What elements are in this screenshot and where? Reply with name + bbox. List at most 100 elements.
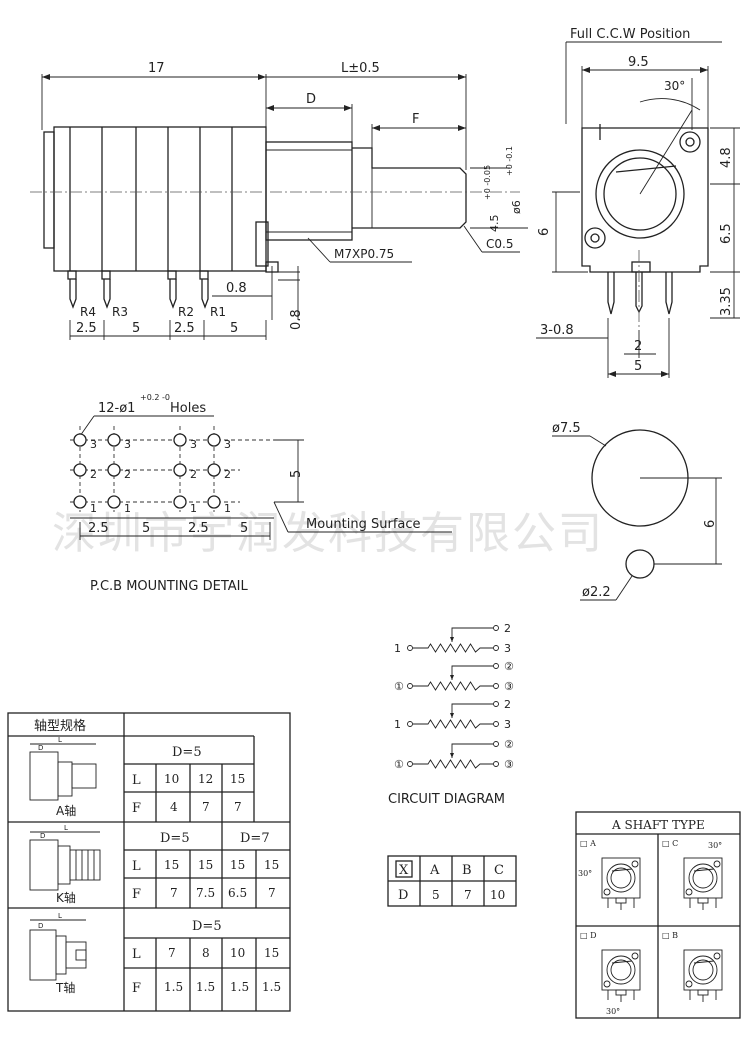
pin-label-r2: R2 xyxy=(178,305,194,319)
k-row-L: L xyxy=(132,859,141,874)
shaft-flat xyxy=(611,960,633,964)
shaft-type-label: □ C xyxy=(662,839,678,848)
full-ccw-label: Full C.C.W Position xyxy=(570,27,690,42)
k-L-0: 15 xyxy=(164,858,179,872)
wiper-line xyxy=(451,743,493,758)
row-label-3b: 3 xyxy=(124,438,131,451)
circuit-label-left: 1 xyxy=(394,718,401,731)
shaft-hole xyxy=(603,980,611,988)
dim-D: D xyxy=(306,92,316,107)
a-F-0: 4 xyxy=(170,800,178,814)
dim-3.35: 3.35 xyxy=(719,287,734,316)
dim-5-bottom: 5 xyxy=(634,359,642,374)
svg-text:D: D xyxy=(38,744,43,752)
pcb-pitch-2.5-b: 2.5 xyxy=(188,521,209,536)
svg-text:D: D xyxy=(40,832,45,840)
row-label-1c: 1 xyxy=(190,502,197,515)
a-L-1: 12 xyxy=(198,772,213,786)
shaft-outer xyxy=(606,863,636,893)
dia-7.5: ø7.5 xyxy=(552,421,581,436)
k-row-F: F xyxy=(132,887,141,902)
shaft-angle-label: 30° xyxy=(578,869,592,878)
a-header: D=5 xyxy=(172,745,202,760)
wiper-line xyxy=(451,703,493,718)
circuit-terminal xyxy=(493,701,499,707)
dim-shaft-45: 4.5 xyxy=(488,215,501,233)
shaft-flat xyxy=(693,960,715,964)
pcb-title: P.C.B MOUNTING DETAIL xyxy=(90,579,248,594)
row-label-3a: 3 xyxy=(90,438,97,451)
t-L-0: 7 xyxy=(168,946,176,960)
holes-label: 12-ø1 xyxy=(98,401,135,416)
shaft-outer xyxy=(688,955,718,985)
t-header: D=5 xyxy=(192,919,222,934)
wiper-arrow xyxy=(450,637,454,642)
watermark: 深圳市宇润发科技有限公司 xyxy=(52,508,604,559)
pitch-5-b: 5 xyxy=(230,321,238,336)
shaft-spec-title: 轴型规格 xyxy=(34,718,86,734)
a-axis-name: A轴 xyxy=(56,803,76,818)
dim-9.5: 9.5 xyxy=(628,55,649,70)
wiper-line xyxy=(451,627,493,642)
shaft-angle-label: 30° xyxy=(606,1007,620,1016)
shaft-type-label: □ B xyxy=(662,931,678,940)
circuit-terminal xyxy=(407,683,413,689)
resistor-symbol xyxy=(413,681,493,691)
shaft-flat xyxy=(611,868,633,872)
circuit-label-left: 1 xyxy=(394,642,401,655)
shaft-hole xyxy=(603,888,611,896)
svg-text:L: L xyxy=(64,824,68,832)
chamfer-label: C0.5 xyxy=(486,237,513,251)
xd-header-x: X xyxy=(399,863,409,878)
dim-6-left: 6 xyxy=(537,228,552,236)
dim-3-0.8: 3-0.8 xyxy=(540,323,574,338)
shaft-inner xyxy=(692,959,714,981)
t-L-3: 15 xyxy=(264,946,279,960)
dim-shaft-45-tol: +0 -0.05 xyxy=(483,165,492,200)
wiper-arrow xyxy=(450,675,454,680)
row-label-2b: 2 xyxy=(124,468,131,481)
row-label-2c: 2 xyxy=(190,468,197,481)
resistor-symbol xyxy=(413,719,493,729)
circuit-terminal xyxy=(407,721,413,727)
shaft-hole xyxy=(685,888,693,896)
k-axis-name: K轴 xyxy=(56,890,76,905)
dim-4.8: 4.8 xyxy=(719,147,734,168)
dim-0.8-b: 0.8 xyxy=(289,309,304,330)
dim-6.5: 6.5 xyxy=(719,223,734,244)
shaft-hole xyxy=(631,860,639,868)
shaft-outer xyxy=(688,863,718,893)
dim-F: F xyxy=(412,112,419,127)
k-L-1: 15 xyxy=(198,858,213,872)
pcb-mounting-detail: 12-ø1 +0.2 -0 Holes 3 3 3 3 2 2 2 2 1 1 … xyxy=(70,393,452,594)
circuit-label-top: ② xyxy=(504,738,514,751)
circuit-label-top: 2 xyxy=(504,698,511,711)
holes-tol: +0.2 -0 xyxy=(140,393,170,402)
pcb-pitch-2.5-a: 2.5 xyxy=(88,521,109,536)
a-row-F: F xyxy=(132,801,141,816)
svg-text:L: L xyxy=(58,912,62,920)
wiper-arrow xyxy=(450,713,454,718)
t-L-2: 10 xyxy=(230,946,245,960)
xd-val-c: 10 xyxy=(490,888,505,902)
wiper-arrow xyxy=(450,753,454,758)
pitch-2.5-a: 2.5 xyxy=(76,321,97,336)
circuit-label-left: ① xyxy=(394,680,404,693)
circuit-terminal xyxy=(407,645,413,651)
dim-shaft-6-tol: +0 -0.1 xyxy=(505,146,514,176)
t-axis-name: T轴 xyxy=(55,980,75,995)
circuit-terminal xyxy=(493,721,499,727)
circuit-title: CIRCUIT DIAGRAM xyxy=(388,792,505,807)
k-F-3: 7 xyxy=(268,886,276,900)
dim-shaft-6: ø6 xyxy=(510,200,523,214)
xd-val-b: 7 xyxy=(464,888,472,902)
row-label-2d: 2 xyxy=(224,468,231,481)
shaft-inner xyxy=(692,867,714,889)
a-F-2: 7 xyxy=(234,800,242,814)
panel-cutout: ø7.5 6 ø2.2 xyxy=(552,421,722,601)
xd-val-a: 5 xyxy=(432,888,440,902)
shaft-angle-label: 30° xyxy=(708,841,722,850)
pcb-pitch-5-a: 5 xyxy=(142,521,150,536)
